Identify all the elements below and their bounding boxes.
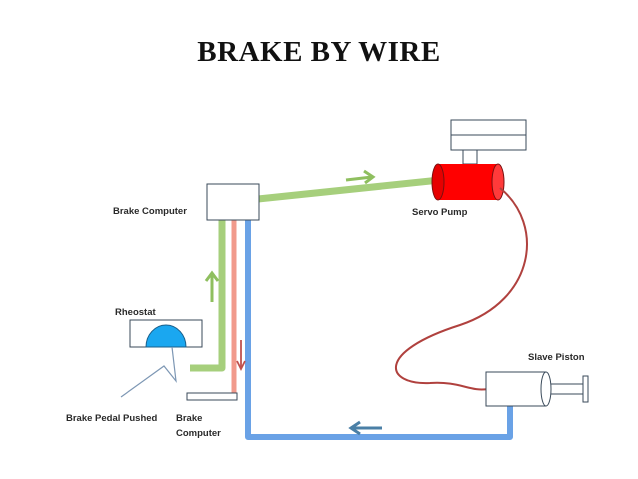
label-brake-computer-top: Brake Computer [113,206,187,217]
brake-pedal [120,346,177,398]
label-slave-piston: Slave Piston [528,352,585,363]
servo-pump-body [438,164,498,200]
label-rheostat: Rheostat [115,307,156,318]
return-line-blue [245,218,513,440]
slave-piston-head [582,375,589,403]
slave-piston-cylinder [485,371,547,407]
hydraulic-hose [394,187,528,391]
label-brake-computer-bottom-line1: Brake [176,413,203,424]
label-brake-computer-bottom-line2: Computer [176,428,221,439]
signal-line-to-servo [257,176,441,203]
label-servo-pump: Servo Pump [412,207,468,218]
arrow-left-blue [348,420,382,436]
page-title: BRAKE BY WIRE [197,36,441,68]
servo-pump-left-cap [431,163,445,201]
servo-pump-right-cap [491,163,505,201]
arrow-down-red [236,340,246,372]
rheostat-dome [145,324,187,348]
label-brake-pedal-pushed: Brake Pedal Pushed [66,413,158,424]
arrow-up-green [204,270,220,302]
brake-computer-box [206,183,260,221]
signal-line-green [190,218,226,372]
slave-piston-cap [540,371,552,407]
arrow-right-green [345,169,376,185]
servo-neck [462,149,478,165]
brake-computer-plate [186,392,238,401]
